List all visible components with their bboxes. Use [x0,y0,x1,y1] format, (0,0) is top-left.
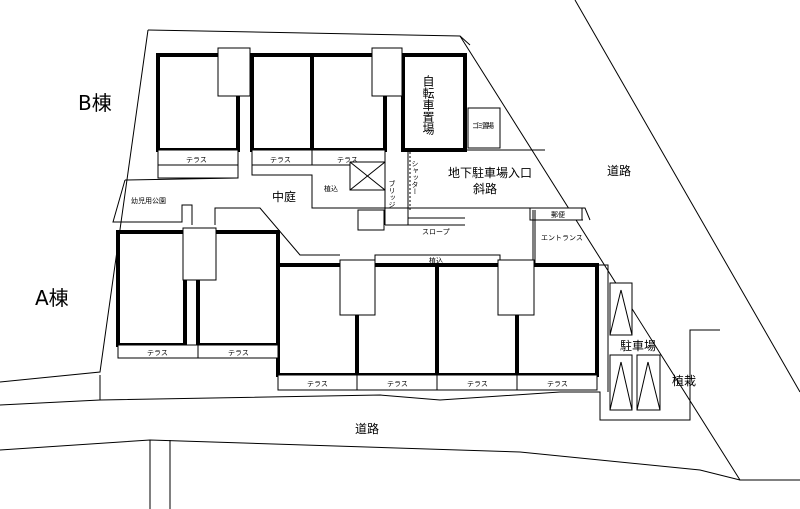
terrace-label: テラス [147,349,168,357]
terrace-label: テラス [467,380,488,388]
building-b [156,47,501,231]
ramp-area [385,149,591,265]
building-a [116,227,609,392]
terrace-label: テラス [337,156,358,164]
terrace-label: テラス [228,349,249,357]
shutter-label: シャッター [411,160,419,195]
entrance-label: エントランス [541,234,583,242]
parking-label: 駐車場 [620,338,656,353]
bicycle-parking-label: 自転車置場 [421,75,435,136]
building-a-label: A棟 [35,286,69,310]
parking-slots [609,282,661,411]
road-label-south: 道路 [355,421,379,436]
parking-entrance-label: 地下駐車場入口 [448,165,532,180]
road-label-east: 道路 [607,163,631,178]
slope-label: スロープ [422,228,450,236]
planting-label: 植込 [429,256,443,265]
ramp-label: 斜路 [473,181,497,196]
mail-label: 郵便 [551,210,565,219]
terrace-label: テラス [307,380,328,388]
terrace-label: テラス [387,380,408,388]
bridge-label: ブリッジ [388,179,396,208]
toddler-park-label: 幼児用公園 [131,196,166,205]
planting-label: 植込 [324,184,338,193]
courtyard-label: 中庭 [272,189,296,204]
planting-area-label: 植栽 [672,373,696,388]
terrace-label: テラス [547,380,568,388]
garbage-label: ゴミ置場 [472,121,494,130]
terrace-label: テラス [270,156,291,164]
building-b-label: B棟 [78,91,112,115]
terrace-label: テラス [186,156,207,164]
